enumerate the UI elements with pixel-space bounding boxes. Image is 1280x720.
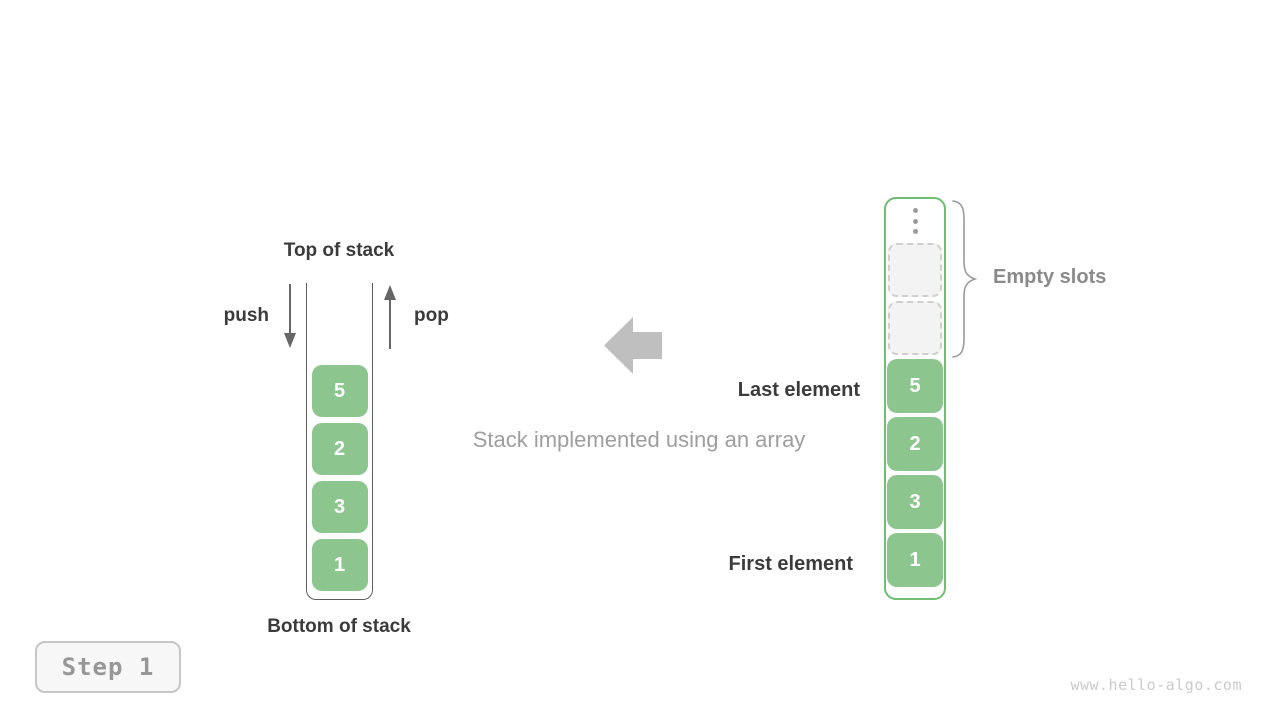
- bottom-of-stack-label: Bottom of stack: [267, 616, 411, 637]
- array-cell: 2: [887, 417, 943, 471]
- push-down-arrow-icon: [284, 284, 296, 348]
- step-badge: Step 1: [35, 641, 181, 693]
- first-element-label: First element: [728, 553, 853, 575]
- empty-slot: [888, 243, 942, 297]
- curly-brace-icon: [952, 200, 977, 358]
- top-of-stack-label: Top of stack: [283, 240, 395, 261]
- stack-cell: 3: [311, 481, 368, 533]
- watermark: www.hello-algo.com: [1070, 676, 1242, 694]
- array-cell: 5: [887, 359, 943, 413]
- pop-up-arrow-icon: [384, 285, 396, 349]
- ellipsis-icon: [912, 208, 918, 234]
- array-cell: 3: [887, 475, 943, 529]
- stack-cell: 2: [311, 423, 368, 475]
- stack-container: 5 2 3 1: [306, 283, 373, 600]
- step-badge-label: Step 1: [61, 653, 155, 681]
- last-element-label: Last element: [737, 379, 860, 401]
- array-container: 5 2 3 1: [884, 197, 946, 600]
- left-arrow-icon: [604, 317, 662, 374]
- pop-label: pop: [414, 305, 449, 326]
- figure-caption: Stack implemented using an array: [472, 427, 806, 452]
- array-cell: 1: [887, 533, 943, 587]
- stack-cell: 5: [311, 365, 368, 417]
- empty-slot: [888, 301, 942, 355]
- stack-cell: 1: [311, 539, 368, 591]
- empty-slots-label: Empty slots: [993, 266, 1107, 288]
- push-label: push: [223, 305, 269, 326]
